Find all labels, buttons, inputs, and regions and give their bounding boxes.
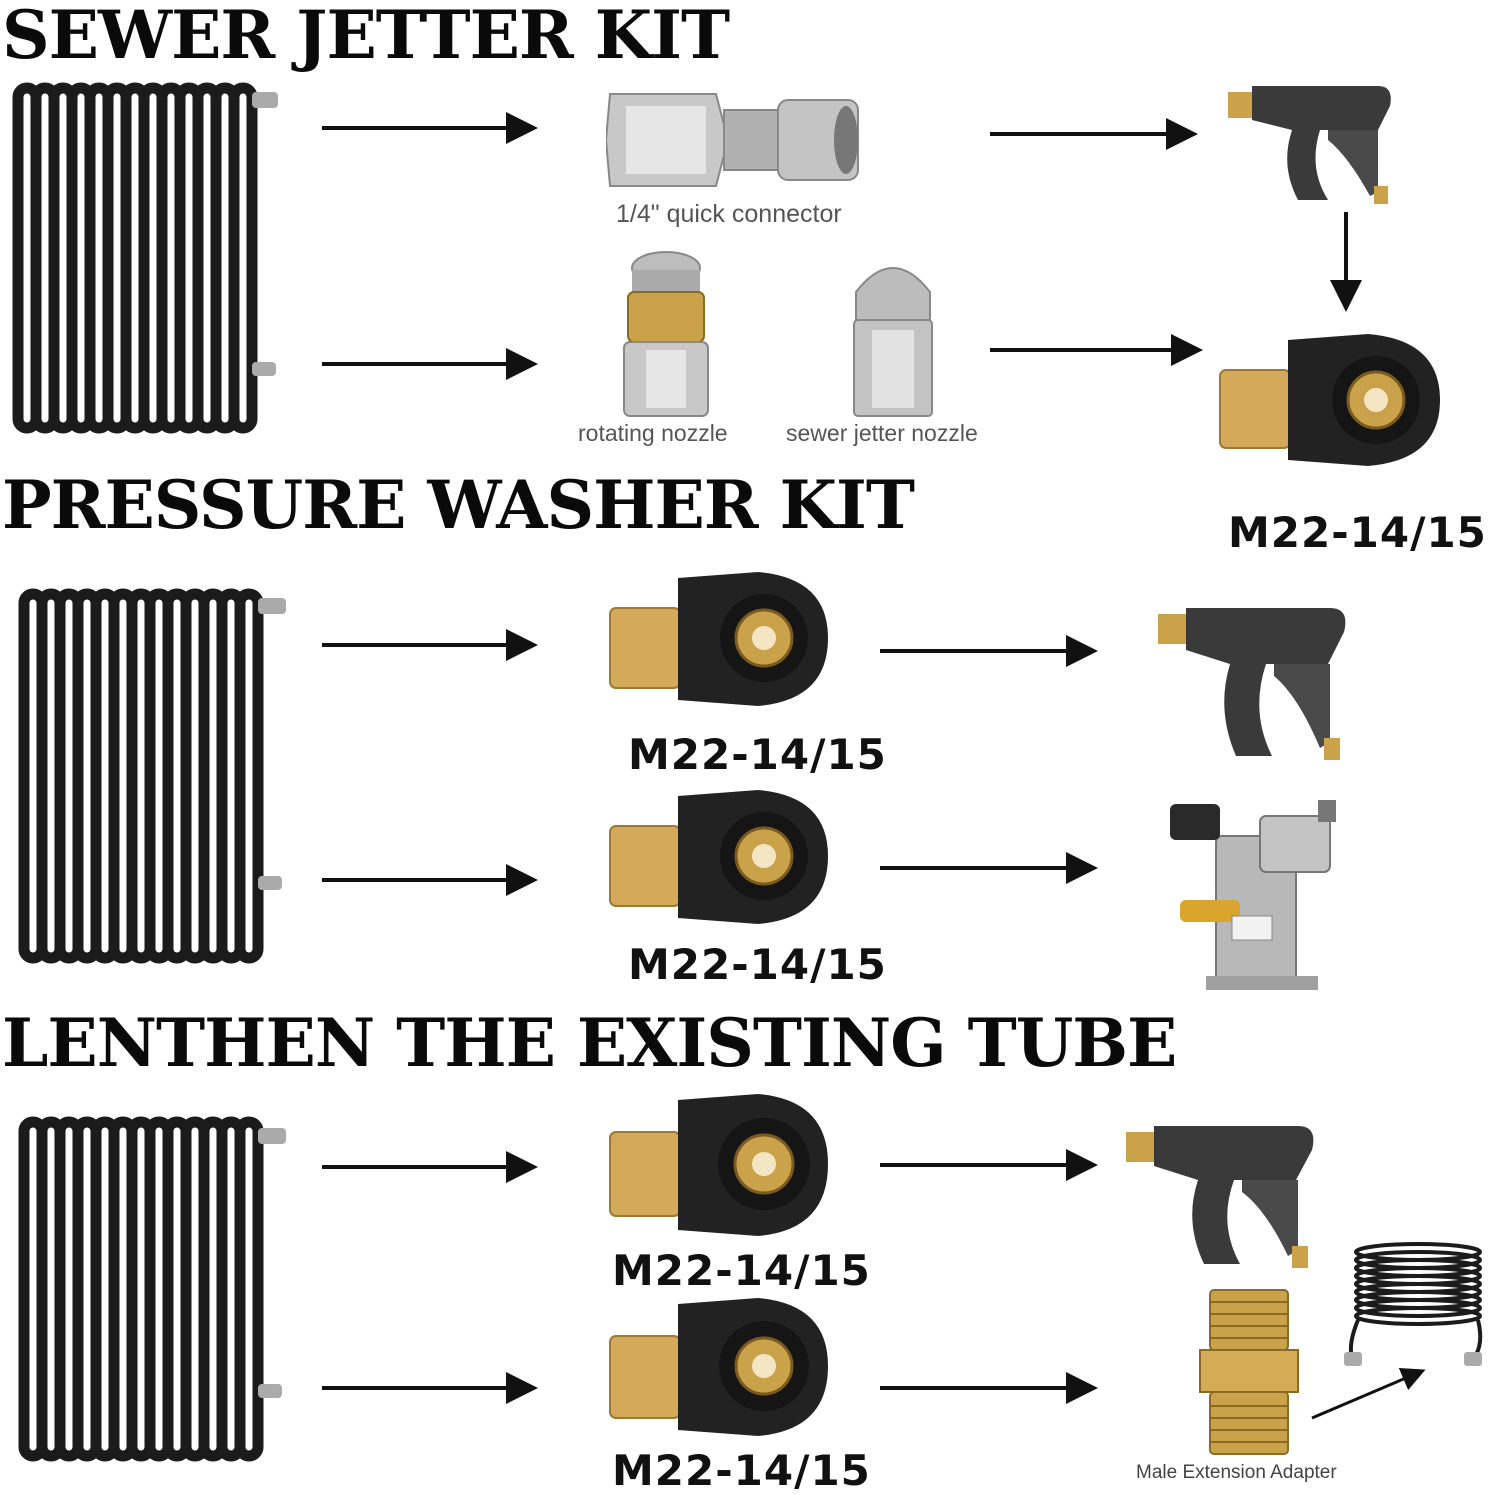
pressure-washer-pump-icon [1170,800,1336,990]
adapter-label: M22-14/15 [612,1246,871,1295]
spray-gun-icon [1158,608,1346,760]
m22-adapter-icon [1219,334,1440,466]
m22-adapter-icon [609,572,828,706]
section-title-lengthen-tube: LENTHEN THE EXISTING TUBE [2,1004,1177,1082]
section-title-sewer-jetter-kit: SEWER JETTER KIT [2,0,730,74]
extension-hose-icon [1344,1242,1483,1366]
adapter-label: M22-14/15 [628,940,887,989]
adapter-label: M22-14/15 [1228,508,1487,557]
section-title-pressure-washer-kit: PRESSURE WASHER KIT [2,466,915,544]
hose-coil-icon [18,1116,286,1462]
hose-coil-icon [12,82,278,434]
male-extension-adapter-caption: Male Extension Adapter [1136,1462,1337,1483]
sewer-jetter-nozzle-icon [853,267,933,417]
quick-connector-caption: 1/4" quick connector [616,200,842,228]
spray-gun-icon [1228,86,1391,204]
sewer-jetter-nozzle-caption: sewer jetter nozzle [786,420,978,446]
adapter-label: M22-14/15 [628,730,887,779]
rotating-nozzle-icon [623,251,709,417]
m22-adapter-icon [609,1094,828,1236]
m22-adapter-icon [609,1298,828,1436]
male-extension-adapter-icon [1199,1289,1299,1455]
quick-connector-icon [606,93,859,187]
hose-coil-icon [18,588,286,964]
m22-adapter-icon [609,790,828,924]
spray-gun-icon [1126,1126,1314,1268]
adapter-label: M22-14/15 [612,1446,871,1495]
arrow-icon [1311,1368,1426,1420]
rotating-nozzle-caption: rotating nozzle [578,420,728,446]
